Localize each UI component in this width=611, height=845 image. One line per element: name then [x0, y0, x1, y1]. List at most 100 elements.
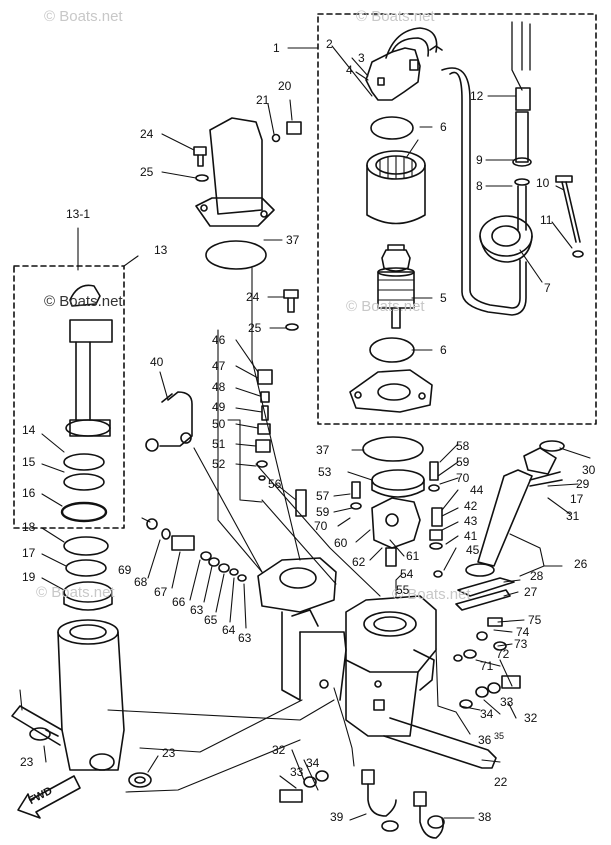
pipe-40: [145, 391, 193, 452]
tilt-piston-rod: [65, 284, 113, 437]
armature: [377, 244, 415, 329]
callout-37-lower: 37: [316, 443, 330, 457]
callout-64: 64: [222, 623, 236, 637]
callout-61: 61: [406, 549, 420, 563]
motor-lead-wire: [441, 21, 532, 316]
callout-60: 60: [334, 536, 348, 550]
callout-24-mid: 24: [246, 290, 260, 304]
callout-8: 8: [476, 179, 483, 193]
o-ring-6-top: [370, 116, 414, 140]
callout-44: 44: [470, 483, 484, 497]
hose-39: [361, 769, 399, 832]
callout-1: 1: [273, 41, 280, 55]
tilt-cylinder-box: [13, 265, 125, 529]
o-ring-14: [63, 473, 105, 491]
callout-32-left: 32: [272, 743, 286, 757]
washer-25-mid: [285, 323, 299, 331]
callout-49: 49: [212, 400, 226, 414]
callout-16: 16: [22, 486, 36, 500]
callout-34-right: 34: [480, 707, 494, 721]
watermark-center: © Boats.net: [44, 293, 123, 310]
callout-41: 41: [464, 529, 478, 543]
callout-39: 39: [330, 810, 344, 824]
callout-17-right: 17: [570, 492, 584, 506]
callout-7: 7: [544, 281, 551, 295]
callout-73: 73: [514, 637, 528, 651]
callout-12: 12: [470, 89, 484, 103]
motor-brush-holder: [365, 27, 443, 101]
callout-68: 68: [134, 575, 148, 589]
callout-5: 5: [440, 291, 447, 305]
callout-36: 36: [478, 733, 492, 747]
pin-56: [295, 489, 307, 517]
motor-mount: [371, 497, 421, 567]
washer-25-top: [195, 174, 209, 182]
callout-2: 2: [326, 37, 333, 51]
bolt-10: [555, 175, 584, 258]
callout-29: 29: [576, 477, 590, 491]
callout-13-1: 13-1: [66, 207, 91, 221]
callout-72: 72: [496, 647, 510, 661]
motor-end-cover: [349, 369, 433, 413]
callout-52: 52: [212, 457, 226, 471]
callout-22: 22: [494, 775, 508, 789]
callout-23-right: 23: [162, 746, 176, 760]
bolt-24-top: [193, 146, 207, 167]
o-ring-37-top: [205, 240, 267, 270]
callout-18: 18: [22, 520, 36, 534]
valve-fittings-left: [146, 518, 247, 582]
filter-26: [465, 469, 533, 577]
plug-20: [286, 121, 302, 135]
callout-19: 19: [22, 570, 36, 584]
callout-34-left: 34: [306, 756, 320, 770]
watermark-top-right: © Boats.net: [356, 8, 435, 25]
watermark-motor: © Boats.net: [346, 298, 425, 315]
check-valve-32-34-right: [459, 675, 521, 709]
fwd-arrow: [17, 775, 81, 819]
o-ring-17: [65, 559, 107, 577]
callout-13: 13: [154, 243, 168, 257]
callout-51: 51: [212, 437, 226, 451]
callout-70-left: 70: [314, 519, 328, 533]
callout-71: 71: [480, 659, 494, 673]
seal-18: [63, 536, 109, 556]
valve-body: [345, 595, 437, 737]
callout-75: 75: [528, 613, 542, 627]
callout-66: 66: [172, 595, 186, 609]
callout-59-left: 59: [316, 505, 330, 519]
watermark-bottom-left: © Boats.net: [36, 584, 115, 601]
callout-23-left: 23: [20, 755, 34, 769]
callout-54: 54: [400, 567, 414, 581]
callout-56: 56: [268, 477, 282, 491]
callout-6-bottom: 6: [440, 343, 447, 357]
bolt-24-mid: [283, 289, 299, 313]
callout-14: 14: [22, 423, 36, 437]
motor-yoke: [366, 150, 426, 225]
callout-27: 27: [524, 585, 538, 599]
callout-65: 65: [204, 613, 218, 627]
grommet-7: [479, 215, 533, 263]
callout-50: 50: [212, 417, 226, 431]
check-valve-32-34-left: [279, 770, 329, 803]
callout-42: 42: [464, 499, 478, 513]
callout-69: 69: [118, 563, 132, 577]
o-ring-37-lower: [362, 436, 424, 462]
callout-4: 4: [346, 63, 353, 77]
bolt-23-left: [29, 727, 59, 741]
callout-55: 55: [396, 583, 410, 597]
callout-38: 38: [478, 810, 492, 824]
watermark-top-left: © Boats.net: [44, 8, 123, 25]
callout-28: 28: [530, 569, 544, 583]
fittings-41-45: [429, 507, 443, 578]
callout-26: 26: [574, 557, 588, 571]
callout-70-right: 70: [456, 471, 470, 485]
gear-pump-53: [371, 469, 425, 498]
callout-15: 15: [22, 455, 36, 469]
callout-40: 40: [150, 355, 164, 369]
o-ring-6-bottom: [369, 337, 415, 363]
screws-57-59: [350, 461, 440, 510]
bolt-23-right: [128, 772, 152, 788]
valve-71-75: [453, 617, 507, 662]
